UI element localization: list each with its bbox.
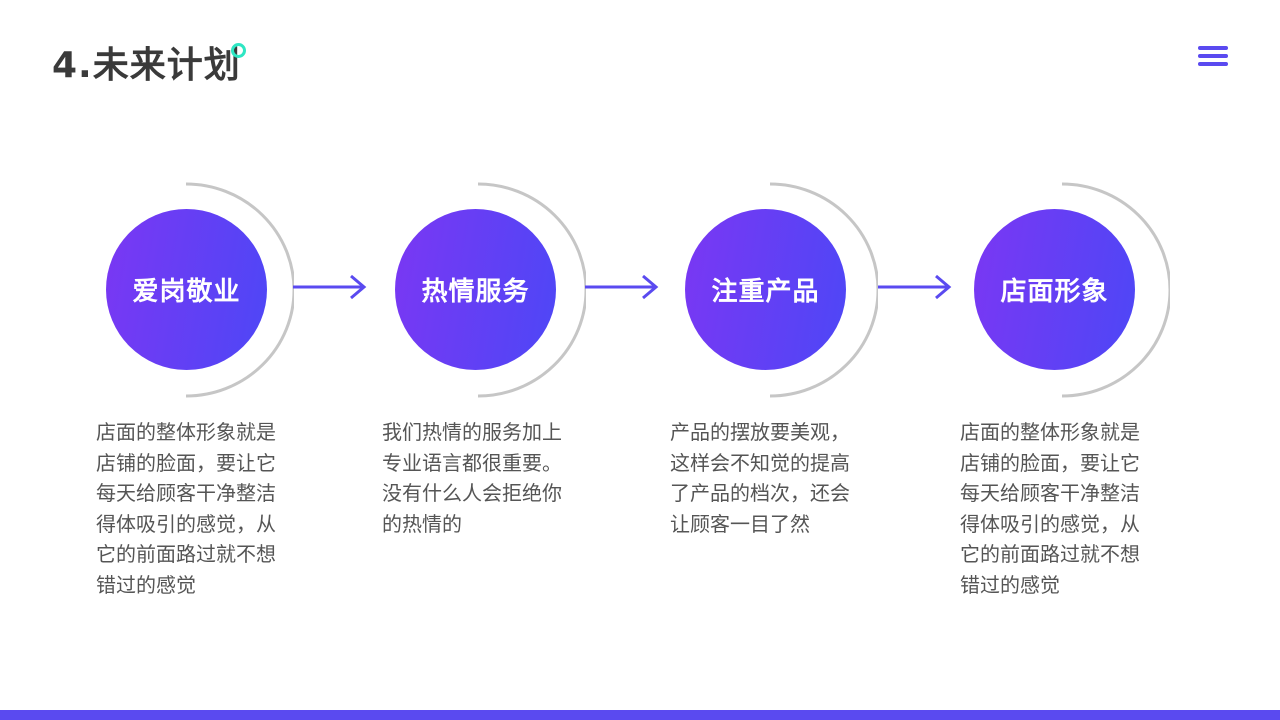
step-3-arc [769, 182, 878, 398]
step-4-label: 店面形象 [1000, 277, 1109, 307]
step-3-circle: 注重产品 [685, 209, 846, 370]
step-4-description: 店面的整体形象就是 店铺的脸面，要让它 每天给顾客干净整洁 得体吸引的感觉，从 … [960, 420, 1140, 597]
step-2-arc [477, 182, 586, 398]
step-1-arc [185, 182, 294, 398]
step-3-description: 产品的摆放要美观， 这样会不知觉的提高 了产品的档次，还会 让顾客一目了然 [670, 420, 850, 536]
step-3-label: 注重产品 [711, 277, 820, 307]
title-accent-dot [231, 43, 246, 58]
step-2-label: 热情服务 [421, 277, 530, 307]
step-1-circle: 爱岗敬业 [106, 209, 267, 370]
arrow-right-icon [293, 274, 367, 300]
step-4-circle: 店面形象 [974, 209, 1135, 370]
step-2-description: 我们热情的服务加上 专业语言都很重要。 没有什么人会拒绝你 的热情的 [382, 420, 562, 536]
arrow-right-icon [585, 274, 659, 300]
page-title: 4.未来计划 [52, 45, 241, 86]
bottom-accent-bar [0, 710, 1280, 720]
step-2-circle: 热情服务 [395, 209, 556, 370]
arrow-right-icon [878, 274, 952, 300]
step-1-description: 店面的整体形象就是 店铺的脸面，要让它 每天给顾客干净整洁 得体吸引的感觉，从 … [96, 420, 276, 597]
step-4-arc [1061, 182, 1170, 398]
step-1-label: 爱岗敬业 [132, 277, 241, 307]
hamburger-menu-icon [1198, 46, 1228, 50]
menu-button[interactable] [1196, 46, 1230, 70]
